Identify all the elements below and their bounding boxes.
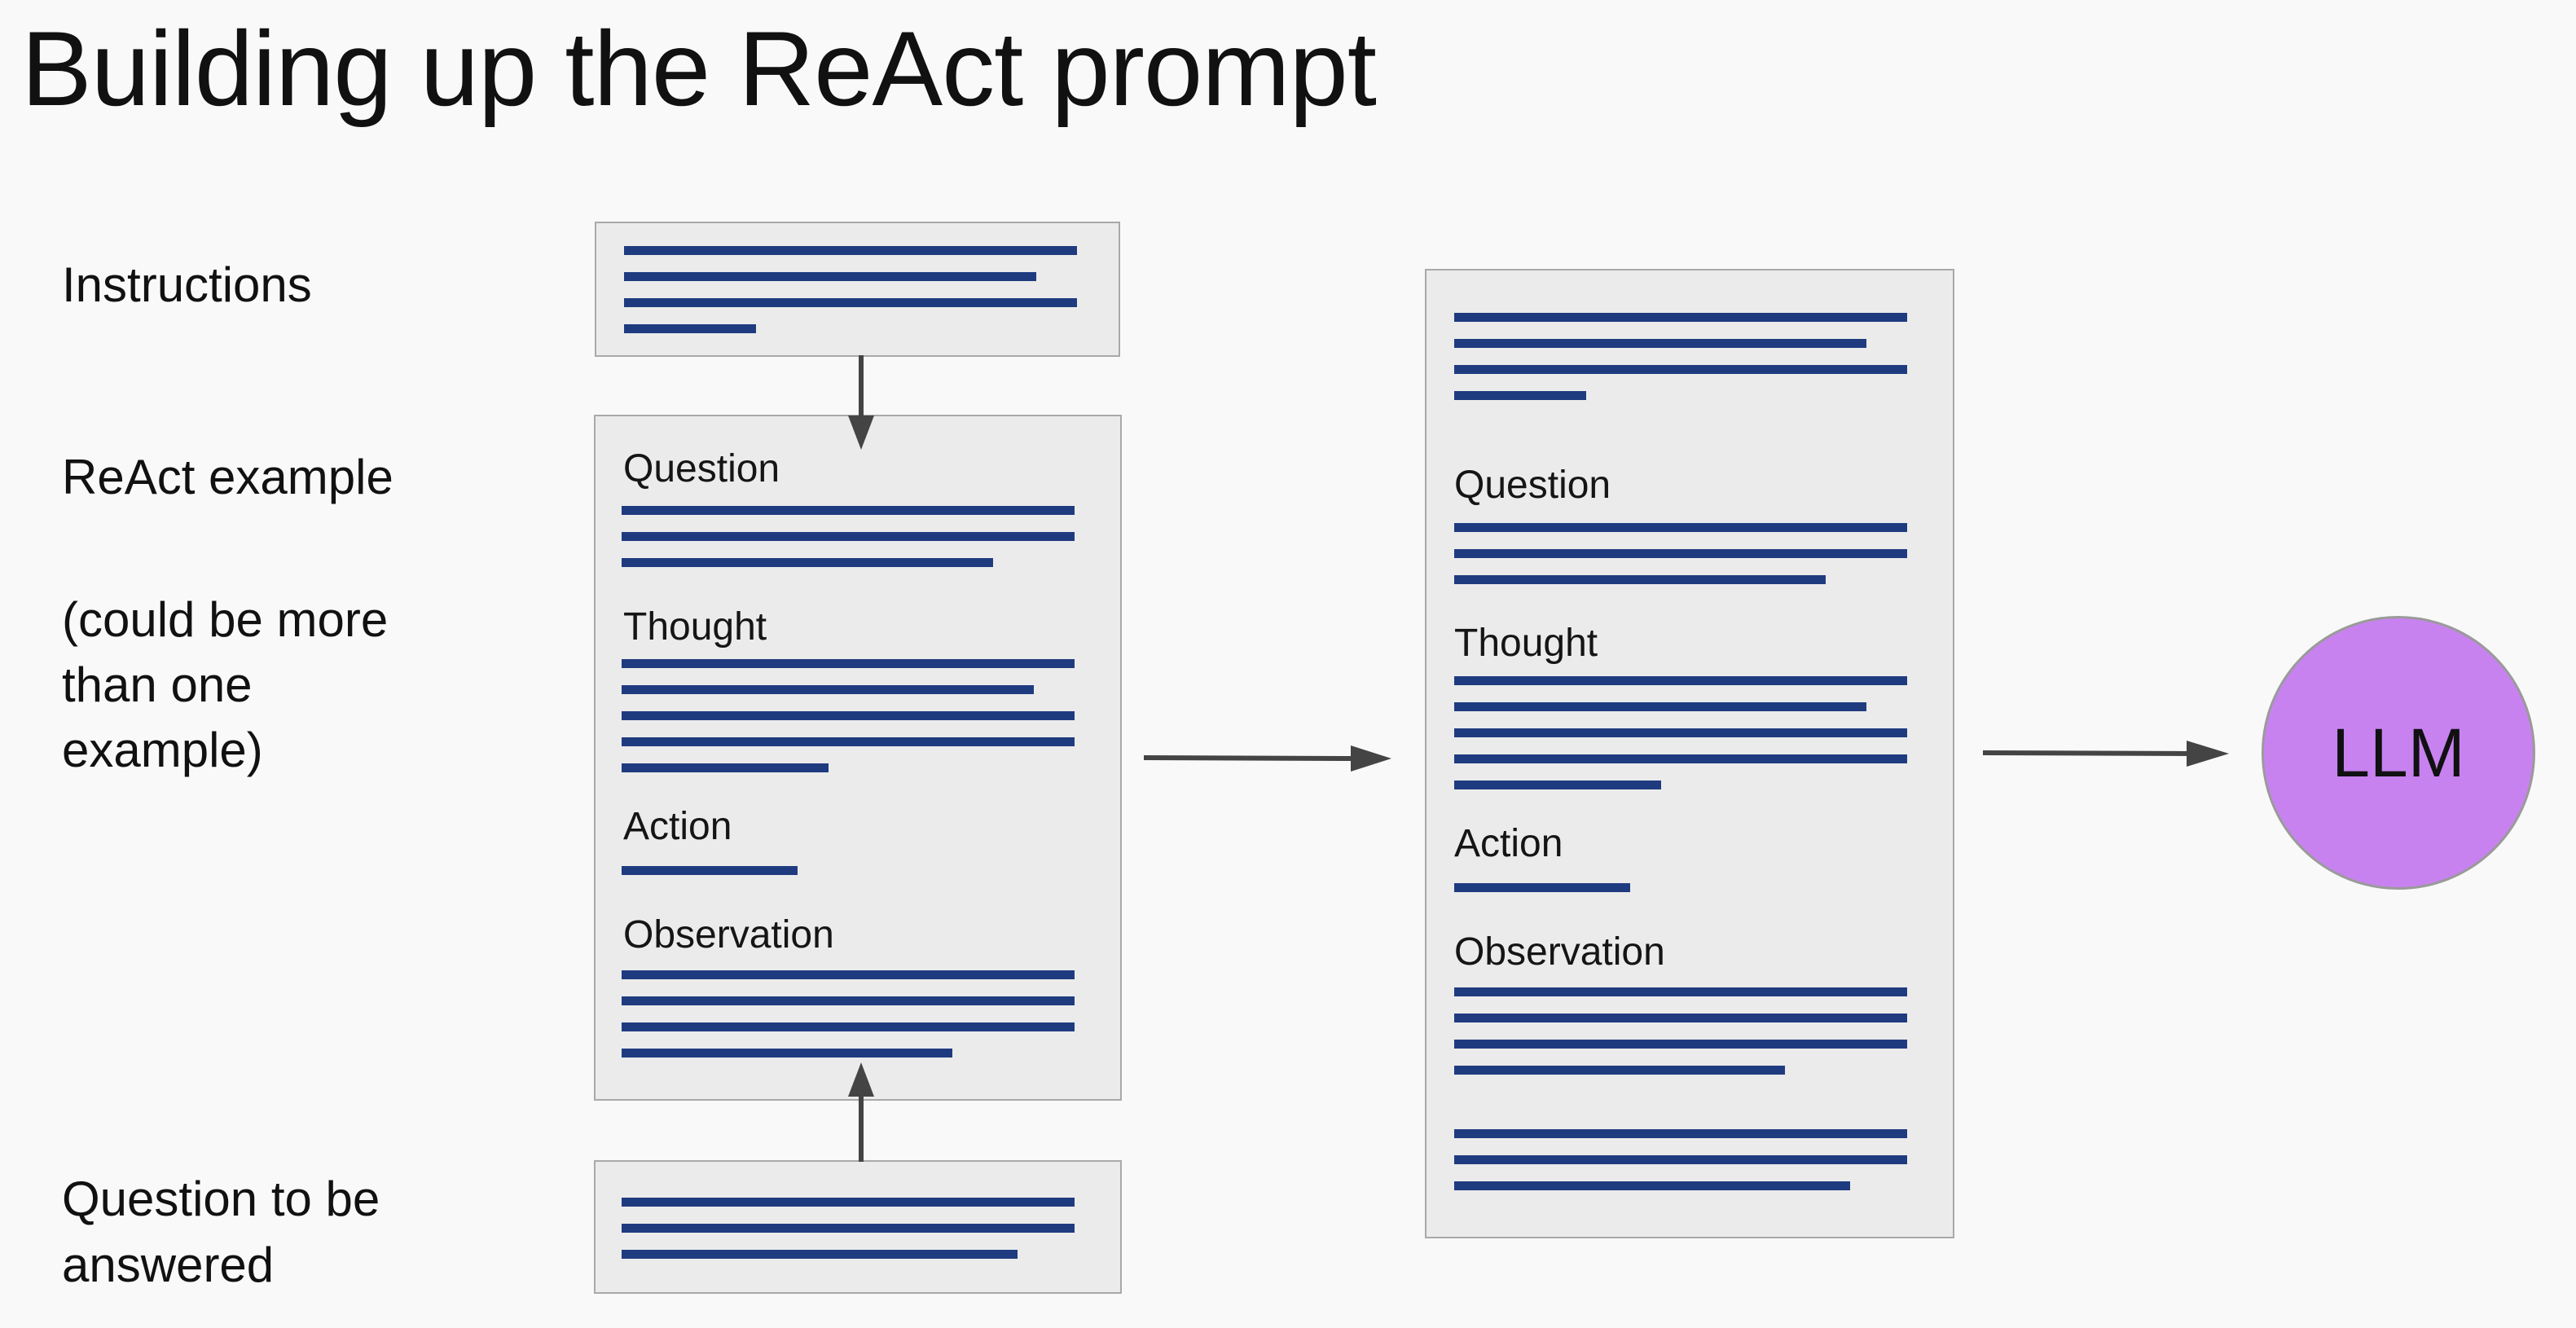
text-line bbox=[622, 866, 798, 875]
text-line bbox=[1454, 575, 1826, 584]
text-line bbox=[1454, 883, 1630, 892]
arrow-right-icon bbox=[1143, 745, 1391, 772]
text-line bbox=[1454, 1181, 1850, 1190]
text-line bbox=[622, 1250, 1018, 1259]
question-section-label: Question bbox=[1454, 464, 1611, 507]
llm-label: LLM bbox=[2332, 714, 2465, 791]
arrow-up-icon bbox=[848, 1062, 874, 1162]
text-line bbox=[622, 685, 1034, 694]
more-examples-note-line: (could be more bbox=[62, 592, 389, 647]
more-examples-note-line: than one bbox=[62, 657, 253, 712]
question-to-answer-label-line: Question to be bbox=[62, 1172, 380, 1226]
text-line bbox=[624, 324, 756, 333]
thought-section-label: Thought bbox=[623, 605, 767, 649]
text-line bbox=[622, 1198, 1075, 1207]
observation-section-label: Observation bbox=[1454, 930, 1665, 974]
text-line bbox=[1454, 987, 1907, 996]
text-line bbox=[622, 1224, 1075, 1233]
text-line bbox=[1454, 1066, 1785, 1075]
react-example-label: ReAct example bbox=[62, 450, 393, 504]
text-line bbox=[1454, 676, 1907, 685]
text-line bbox=[622, 996, 1075, 1005]
text-line bbox=[1454, 1040, 1907, 1049]
text-line bbox=[1454, 339, 1866, 348]
question-to-answer-label-line: answered bbox=[62, 1238, 275, 1292]
action-section-label: Action bbox=[623, 805, 732, 848]
text-line bbox=[624, 298, 1077, 307]
text-line bbox=[1454, 313, 1907, 322]
text-line bbox=[624, 272, 1036, 281]
arrow-down-icon bbox=[848, 355, 874, 450]
observation-section-label: Observation bbox=[623, 913, 834, 956]
react-example-box: Question Thought Action Observation bbox=[594, 415, 1122, 1101]
text-line bbox=[622, 506, 1075, 515]
text-line bbox=[1454, 754, 1907, 763]
text-line bbox=[622, 532, 1075, 541]
text-line bbox=[1454, 365, 1907, 374]
assembled-prompt-box: Question Thought Action Observation bbox=[1425, 269, 1954, 1238]
instructions-label: Instructions bbox=[62, 257, 312, 312]
thought-section-label: Thought bbox=[1454, 622, 1598, 665]
page-title: Building up the ReAct prompt bbox=[21, 9, 1377, 128]
text-line bbox=[1454, 523, 1907, 532]
text-line bbox=[1454, 781, 1661, 789]
text-line bbox=[1454, 549, 1907, 558]
arrow-right-icon bbox=[1982, 741, 2229, 767]
text-line bbox=[1454, 702, 1866, 711]
question-section-label: Question bbox=[623, 447, 780, 490]
text-line bbox=[622, 659, 1075, 668]
text-line bbox=[1454, 1155, 1907, 1164]
text-line bbox=[1454, 728, 1907, 737]
text-line bbox=[622, 970, 1075, 979]
text-line bbox=[622, 1022, 1075, 1031]
llm-node: LLM bbox=[2262, 616, 2535, 890]
text-line bbox=[624, 246, 1077, 255]
instructions-box bbox=[595, 222, 1120, 357]
text-line bbox=[622, 763, 829, 772]
text-line bbox=[622, 558, 993, 567]
text-line bbox=[622, 737, 1075, 746]
question-to-answer-box bbox=[594, 1160, 1122, 1294]
text-line bbox=[622, 1049, 952, 1058]
text-line bbox=[622, 711, 1075, 720]
text-line bbox=[1454, 391, 1586, 400]
text-line bbox=[1454, 1129, 1907, 1138]
action-section-label: Action bbox=[1454, 822, 1563, 865]
text-line bbox=[1454, 1014, 1907, 1022]
more-examples-note-line: example) bbox=[62, 723, 263, 777]
